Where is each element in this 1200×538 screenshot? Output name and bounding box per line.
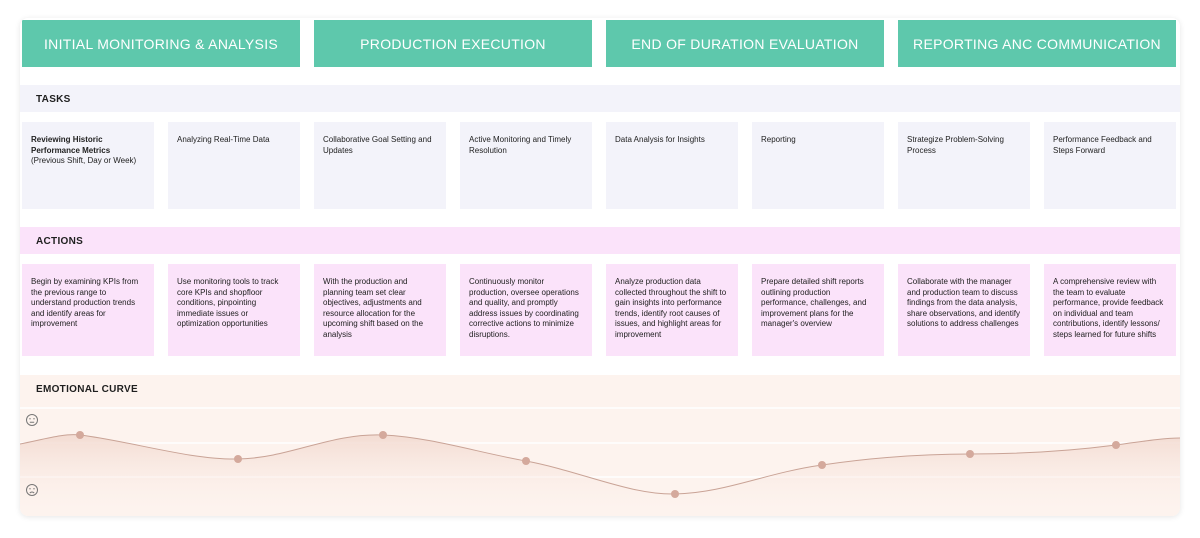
task-card: Reporting [752,122,884,209]
emotional-curve-line [20,434,1180,495]
task-card: Active Monitoring and Timely Resolution [460,122,592,209]
phase-header: INITIAL MONITORING & ANALYSIS [22,20,300,67]
task-title: Analyzing Real-Time Data [177,135,270,144]
tasks-band: TASKS [20,85,1180,112]
curve-point [818,461,826,469]
phase-header-row: INITIAL MONITORING & ANALYSIS PRODUCTION… [22,20,1178,68]
task-title: Reviewing Historic Performance Metrics [31,135,111,155]
action-card: Analyze production data collected throug… [606,264,738,356]
curve-area [20,434,1180,516]
task-card: Collaborative Goal Setting and Updates [314,122,446,209]
task-note: (Previous Shift, Day or Week) [31,156,137,165]
curve-point [671,490,679,498]
action-card: Begin by examining KPIs from the previou… [22,264,154,356]
task-card: Data Analysis for Insights [606,122,738,209]
phase-header: END OF DURATION EVALUATION [606,20,884,67]
sad-face-icon [26,484,38,496]
neutral-face-icon [26,414,38,426]
action-card: With the production and planning team se… [314,264,446,356]
curve-point [234,455,242,463]
task-title: Collaborative Goal Setting and Updates [323,135,432,155]
task-title: Data Analysis for Insights [615,135,705,144]
curve-point [522,457,530,465]
curve-point [966,450,974,458]
action-card: Prepare detailed shift reports outlining… [752,264,884,356]
tasks-label: TASKS [36,94,71,105]
emotional-curve-chart [20,407,1180,516]
curve-point [76,431,84,439]
phase-header: PRODUCTION EXECUTION [314,20,592,67]
curve-point [379,431,387,439]
action-card: Continuously monitor production, oversee… [460,264,592,356]
task-card: Analyzing Real-Time Data [168,122,300,209]
task-title: Performance Feedback and Steps Forward [1053,135,1152,155]
task-card: Strategize Problem-Solving Process [898,122,1030,209]
phase-header: REPORTING ANC COMMUNICATION [898,20,1176,67]
actions-band: ACTIONS [20,227,1180,254]
journey-map-board: INITIAL MONITORING & ANALYSIS PRODUCTION… [20,18,1180,516]
task-title: Active Monitoring and Timely Resolution [469,135,572,155]
action-card: A comprehensive review with the team to … [1044,264,1176,356]
task-card: Performance Feedback and Steps Forward [1044,122,1176,209]
task-title: Reporting [761,135,796,144]
curve-point [1112,441,1120,449]
emotional-curve-band: EMOTIONAL CURVE [20,375,1180,516]
action-card: Collaborate with the manager and product… [898,264,1030,356]
actions-label: ACTIONS [36,236,84,247]
emotional-curve-label: EMOTIONAL CURVE [36,384,138,395]
task-title: Strategize Problem-Solving Process [907,135,1004,155]
action-card: Use monitoring tools to track core KPIs … [168,264,300,356]
task-card: Reviewing Historic Performance Metrics (… [22,122,154,209]
